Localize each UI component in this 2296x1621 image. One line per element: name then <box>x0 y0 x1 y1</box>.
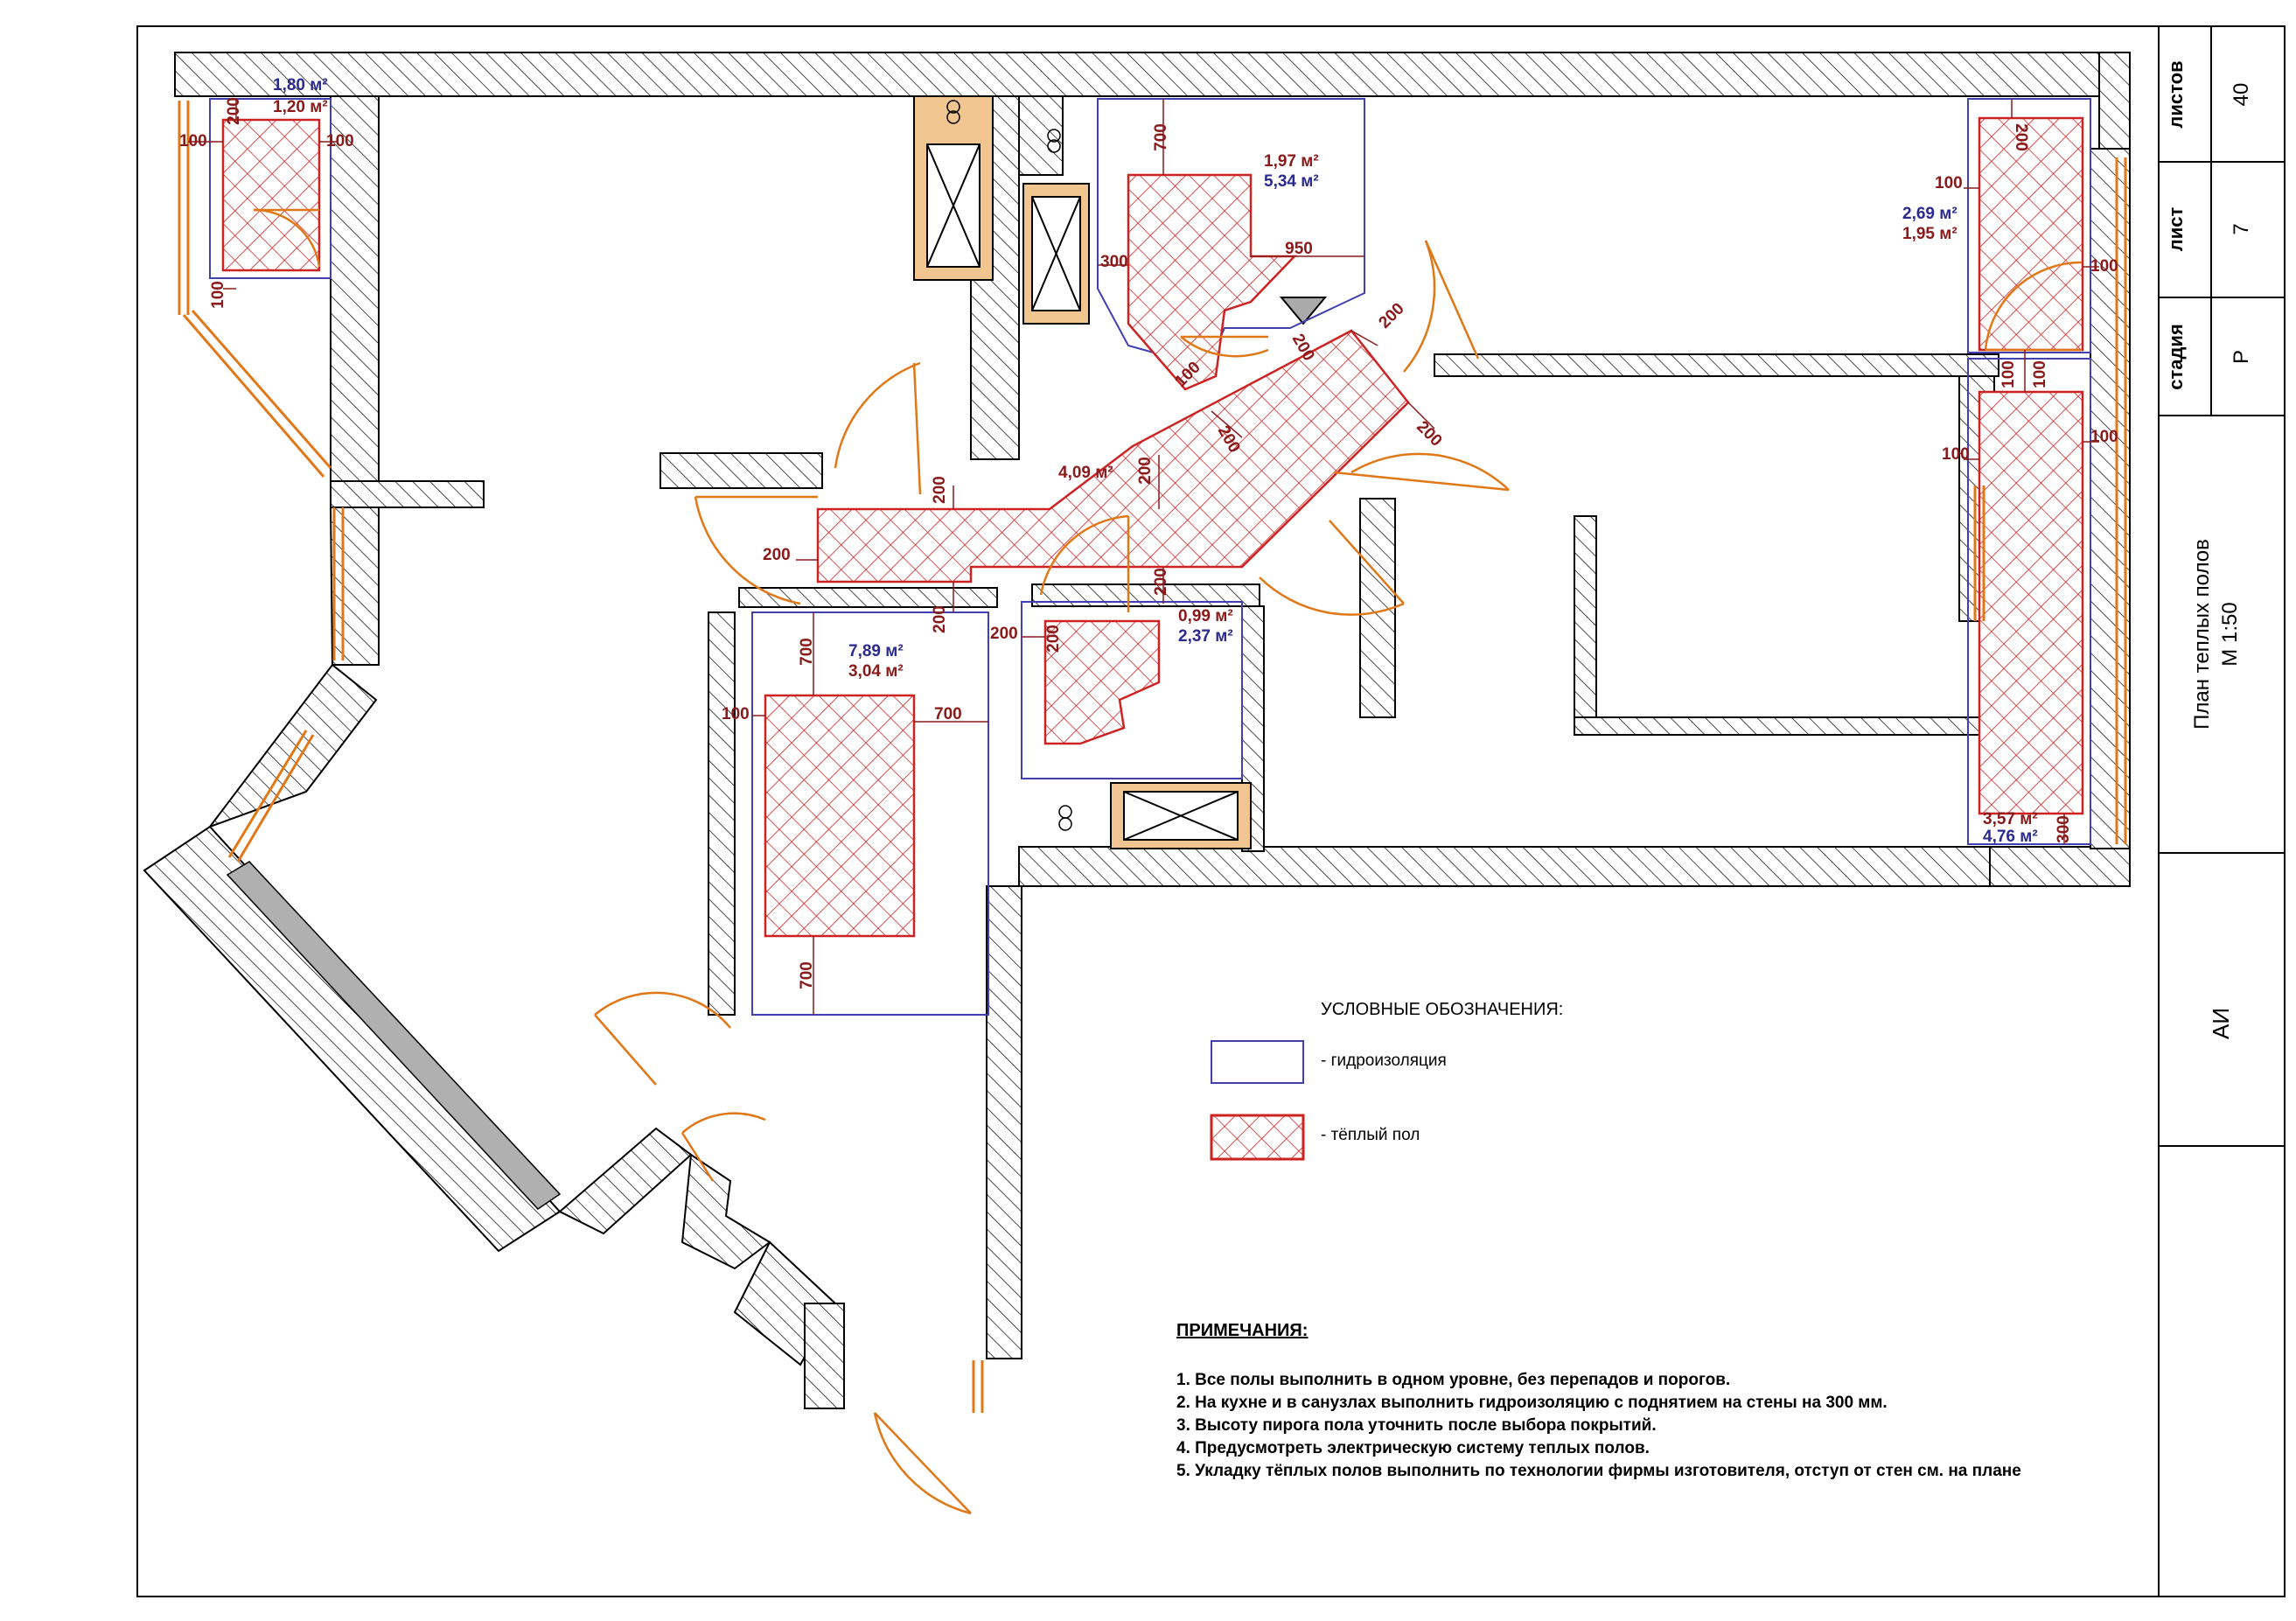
note-item: 2. На кухне и в санузлах выполнить гидро… <box>1176 1394 1888 1412</box>
dim-label: 200 <box>1136 457 1155 485</box>
dimension-lines <box>188 99 2099 1015</box>
dim-label: 100 <box>2031 360 2049 388</box>
dim-label: 950 <box>1285 240 1313 258</box>
dim-label: 700 <box>798 961 816 989</box>
note-item: 4. Предусмотреть электрическую систему т… <box>1176 1439 1650 1457</box>
heated-floor-bath-5 <box>764 694 916 938</box>
dim-label: 700 <box>798 638 816 666</box>
dim-label: 100 <box>1999 360 2018 388</box>
notes-list: 1. Все полы выполнить в одном уровне, бе… <box>1176 1369 2021 1483</box>
dim-label: 200 <box>1413 417 1445 450</box>
dim-label: 100 <box>2090 257 2118 276</box>
area-label: 1,95 м² <box>1902 225 1958 243</box>
legend-waterproofing-label: - гидроизоляция <box>1321 1052 1447 1070</box>
heated-floor-bath-1 <box>221 118 321 272</box>
note-item: 5. Укладку тёплых полов выполнить по тех… <box>1176 1462 2021 1480</box>
legend-heated-floor-label: - тёплый пол <box>1321 1126 1420 1144</box>
windows <box>178 101 2127 1413</box>
sheet-value: 7 <box>2230 223 2253 234</box>
dim-label: 200 <box>931 476 949 504</box>
dim-label: 200 <box>763 546 791 564</box>
dim-label: 700 <box>1152 123 1170 151</box>
heated-floor-bath-2 <box>1127 173 1297 391</box>
area-label: 3,04 м² <box>848 662 904 681</box>
plumbing-fixtures <box>946 100 1072 831</box>
heated-floor-bath-4 <box>1978 390 2084 815</box>
dim-label: 100 <box>722 705 750 723</box>
legend-title: УСЛОВНЫЕ ОБОЗНАЧЕНИЯ: <box>1321 1000 1564 1019</box>
window-sill <box>226 861 562 1210</box>
dim-label: 100 <box>179 132 207 150</box>
dim-label: 100 <box>326 132 354 150</box>
dim-label: 100 <box>209 281 227 309</box>
area-label: 7,89 м² <box>848 642 904 660</box>
notes-title: ПРИМЕЧАНИЯ: <box>1176 1321 1309 1340</box>
dim-label: 200 <box>1152 568 1170 596</box>
dim-label: 100 <box>1942 445 1970 464</box>
walls <box>143 52 2131 1409</box>
waterproofing-zones <box>209 98 2091 1016</box>
drawing-title: План теплых полов <box>2190 539 2214 730</box>
area-label: 5,34 м² <box>1264 172 1319 191</box>
dim-label: 700 <box>934 705 962 723</box>
dim-label: 200 <box>225 97 243 125</box>
heated-floor-hall <box>816 329 1410 583</box>
drawing-scale: М 1:50 <box>2218 602 2242 666</box>
area-label: 2,37 м² <box>1178 627 1233 646</box>
note-item: 3. Высоту пирога пола уточнить после выб… <box>1176 1416 1657 1435</box>
area-label: 4,09 м² <box>1058 464 1113 482</box>
title-block-frame <box>2158 25 2286 1597</box>
sheet-label: лист <box>2165 207 2187 252</box>
area-label: 1,20 м² <box>273 98 328 116</box>
dim-label: 100 <box>2090 428 2118 446</box>
area-label: 1,97 м² <box>1264 152 1319 171</box>
dim-label: 200 <box>1044 625 1063 653</box>
heated-floor-zones <box>221 116 2084 938</box>
heated-floor-bath-6 <box>1043 619 1161 745</box>
doors <box>253 208 2083 1515</box>
title-block <box>2159 26 2285 1147</box>
area-label: 2,69 м² <box>1902 205 1958 223</box>
stage-value: Р <box>2230 350 2253 364</box>
dim-label: 100 <box>1935 174 1963 192</box>
legend-heated-floor-swatch <box>1210 1114 1305 1161</box>
area-label: 3,57 м² <box>1983 810 2038 828</box>
area-label: 0,99 м² <box>1178 607 1233 625</box>
dim-label: 200 <box>1375 299 1407 332</box>
dim-label: 200 <box>2012 123 2030 151</box>
vent-shafts <box>913 95 1328 849</box>
stage-label: стадия <box>2165 324 2187 390</box>
legend-waterproofing-swatch <box>1211 1040 1304 1084</box>
dim-label: 300 <box>1100 253 1128 271</box>
sheets-label: листов <box>2165 60 2187 128</box>
sheets-value: 40 <box>2230 83 2253 107</box>
dim-label: 300 <box>2055 815 2073 843</box>
dim-label: 200 <box>990 625 1018 643</box>
note-item: 1. Все полы выполнить в одном уровне, бе… <box>1176 1371 1731 1389</box>
area-label: 1,80 м² <box>273 76 328 94</box>
dim-label: 200 <box>931 605 949 633</box>
area-label: 4,76 м² <box>1983 828 2038 846</box>
section-code: АИ <box>2208 1008 2234 1039</box>
